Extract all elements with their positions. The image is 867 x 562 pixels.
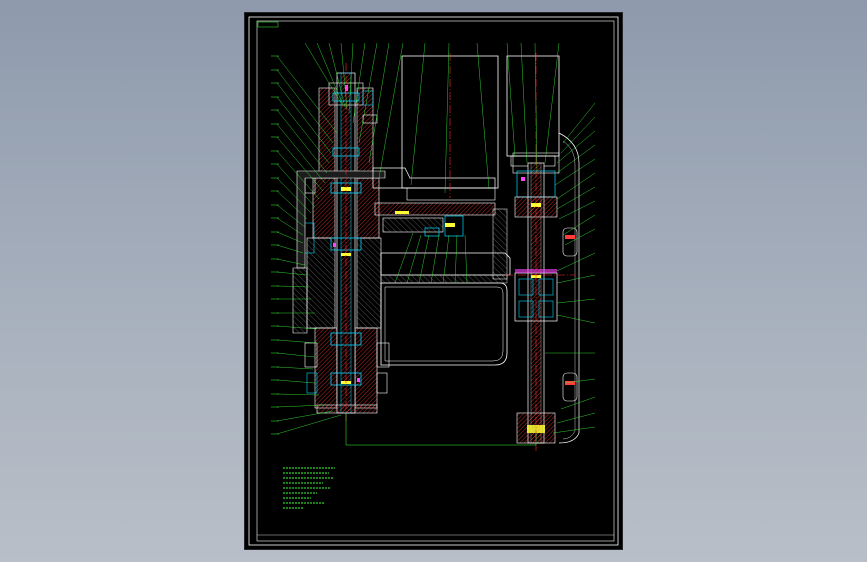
balloon-ticks <box>271 55 279 435</box>
inner-frame <box>256 20 615 542</box>
gearbox-housing <box>292 167 511 366</box>
drawing-canvas <box>248 16 619 546</box>
leader-lines-left <box>276 55 342 435</box>
outer-frame <box>248 16 619 546</box>
leader-lines-right <box>545 102 596 434</box>
leader-lines-bottom <box>394 232 468 284</box>
title-tag-box <box>257 21 279 28</box>
leader-lines-top <box>304 42 560 194</box>
dimension-line <box>345 413 537 446</box>
drawing-sheet[interactable] <box>244 12 623 550</box>
right-shaft-assembly <box>512 132 580 444</box>
technical-notes <box>283 467 335 509</box>
